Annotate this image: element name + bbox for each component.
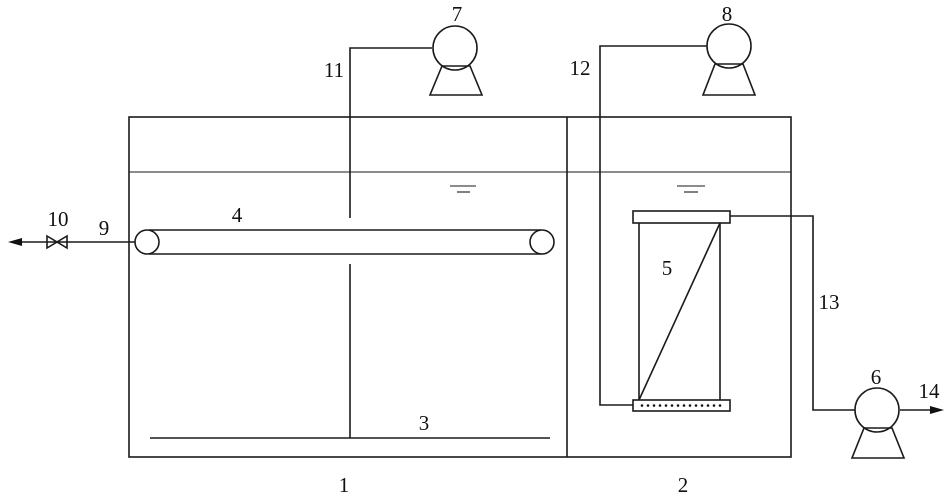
label-pump-8: 8 <box>722 2 733 26</box>
water-level-symbol-tank2 <box>677 185 705 193</box>
water-level-symbol-tank1 <box>450 185 476 193</box>
pipe-12 <box>599 45 707 406</box>
pump-8 <box>701 23 757 96</box>
label-belt: 4 <box>232 203 243 227</box>
label-pump-6: 6 <box>871 365 882 389</box>
label-membrane: 5 <box>662 256 673 280</box>
label-valve-10: 10 <box>48 207 69 231</box>
label-outlet-9: 9 <box>99 216 110 240</box>
outflow-line-14 <box>900 406 944 414</box>
diffuser-dots <box>640 404 722 407</box>
tank-outline <box>128 116 792 458</box>
label-pump-7: 7 <box>452 2 463 26</box>
label-tank1: 1 <box>339 473 350 496</box>
label-pipe-12: 12 <box>570 56 591 80</box>
valve-10 <box>46 234 68 250</box>
pump-6 <box>850 387 906 459</box>
membrane-module <box>632 210 731 412</box>
label-tank2: 2 <box>678 473 689 496</box>
label-pipe-11: 11 <box>324 58 344 82</box>
pipe-13 <box>730 215 855 411</box>
belt-conveyor <box>134 229 555 255</box>
pipe-11 <box>349 47 432 438</box>
pump-7 <box>428 25 484 96</box>
label-outflow-14: 14 <box>919 379 941 403</box>
outlet-line-9 <box>8 238 135 246</box>
label-aeration-pipe: 3 <box>419 411 430 435</box>
label-pipe-13: 13 <box>819 290 840 314</box>
